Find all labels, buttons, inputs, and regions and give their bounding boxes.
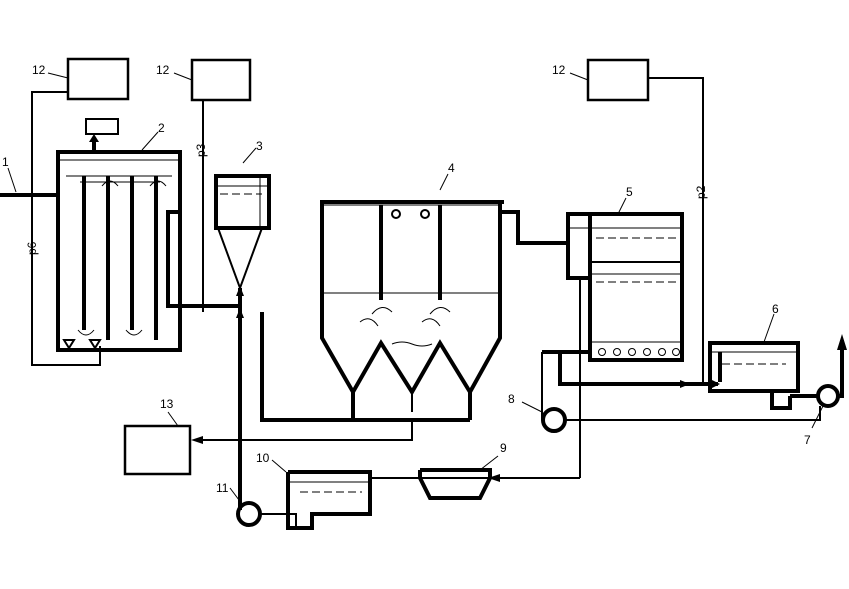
signal-p3: p3 <box>194 143 208 157</box>
pump-7: 7 <box>790 334 847 447</box>
tank-10: 10 <box>256 451 372 530</box>
label-12-middle: 12 <box>156 63 170 77</box>
label-12-left: 12 <box>32 63 46 77</box>
label-1: 1 <box>2 155 9 169</box>
controller-12-left: 12 <box>31 57 130 366</box>
label-8: 8 <box>508 392 515 406</box>
controller-12-middle: 12 p3 <box>156 58 252 312</box>
label-4: 4 <box>448 161 455 175</box>
label-2: 2 <box>158 121 165 135</box>
controller-12-right: 12 p2 <box>552 58 708 385</box>
separator-3: 3 <box>214 139 271 510</box>
unit-13: 13 <box>123 397 413 476</box>
tank-6: 6 <box>590 302 800 410</box>
inlet-1: 1 p6 <box>0 155 58 255</box>
label-9: 9 <box>500 441 507 455</box>
pump-8: 8 <box>508 352 821 433</box>
tank-5: 5 <box>542 185 684 478</box>
label-13: 13 <box>160 397 174 411</box>
label-11: 11 <box>216 481 229 495</box>
label-10: 10 <box>256 451 270 465</box>
label-12-right: 12 <box>552 63 566 77</box>
pump-11: 11 <box>216 481 262 527</box>
label-6: 6 <box>772 302 779 316</box>
signal-p6: p6 <box>25 241 39 255</box>
reactor-2: 2 <box>56 118 238 352</box>
label-3: 3 <box>256 139 263 153</box>
settler-4: 4 <box>260 161 568 422</box>
label-5: 5 <box>626 185 633 199</box>
signal-p2: p2 <box>694 185 708 199</box>
trough-9: 9 <box>370 441 580 500</box>
label-7: 7 <box>804 433 811 447</box>
